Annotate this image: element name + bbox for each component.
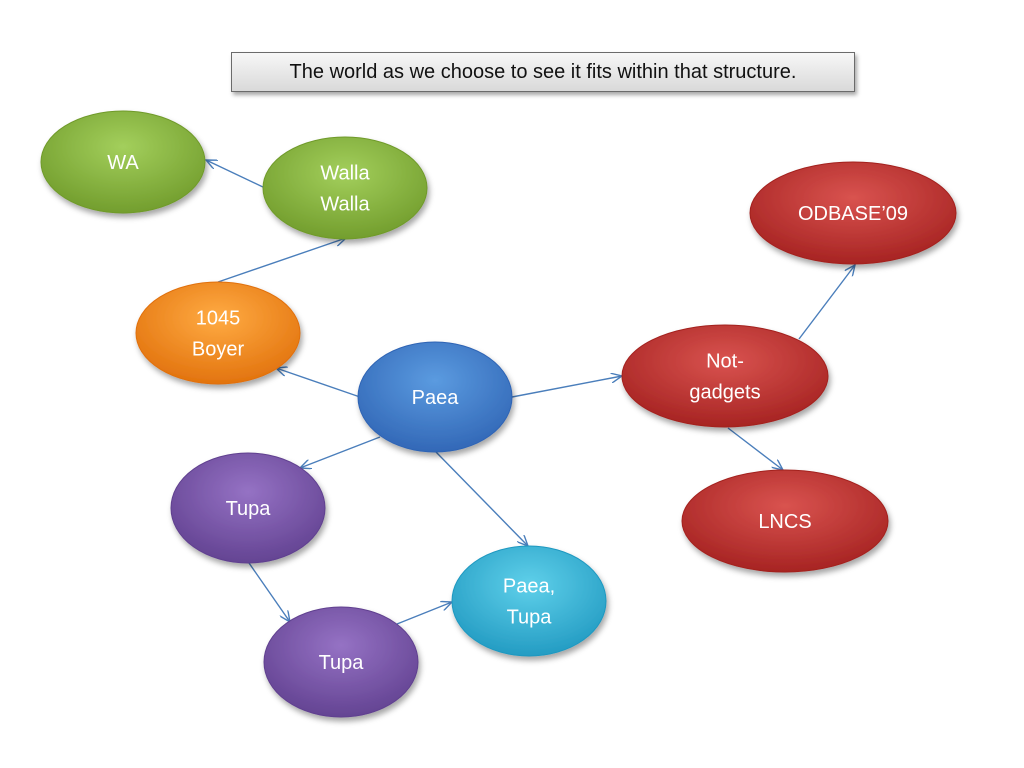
node-shape-not-gadgets	[621, 324, 829, 428]
node-label-lncs-0: LNCS	[758, 511, 811, 533]
node-lncs: LNCS	[681, 469, 889, 573]
edge-tupa-1-to-tupa-2	[248, 562, 290, 622]
node-shape-wa	[40, 110, 206, 214]
node-label-wa-0: WA	[107, 152, 139, 174]
node-wa: WA	[40, 110, 206, 214]
node-shape-tupa-1	[170, 452, 326, 564]
node-label-paea-0: Paea	[412, 387, 460, 409]
node-shape-paea	[357, 341, 513, 453]
edge-layer	[206, 160, 855, 625]
node-tupa-1: Tupa	[170, 452, 326, 564]
node-shape-boyer	[135, 281, 301, 385]
edge-tupa-2-to-paea-tupa	[396, 602, 452, 625]
node-label-boyer-1: Boyer	[192, 339, 245, 361]
node-tupa-2: Tupa	[263, 606, 419, 718]
title-text: The world as we choose to see it fits wi…	[289, 60, 797, 83]
node-label-not-gadgets-0: Not-	[706, 351, 744, 373]
node-shape-tupa-2	[263, 606, 419, 718]
title-box: The world as we choose to see it fits wi…	[231, 52, 855, 92]
node-shape-lncs	[681, 469, 889, 573]
node-shape-walla-walla	[262, 136, 428, 240]
node-shape-paea-tupa	[451, 545, 607, 657]
node-label-paea-tupa-0: Paea,	[503, 576, 555, 598]
node-not-gadgets: Not-gadgets	[621, 324, 829, 428]
node-shape-odbase	[749, 161, 957, 265]
edge-paea-to-paea-tupa	[435, 451, 528, 546]
edge-paea-to-tupa-1	[300, 436, 381, 468]
node-label-odbase-0: ODBASE’09	[798, 203, 908, 225]
node-label-paea-tupa-1: Tupa	[507, 607, 553, 629]
edge-not-gadgets-to-lncs	[727, 427, 783, 470]
edge-paea-to-not-gadgets	[511, 376, 622, 398]
edge-paea-to-boyer	[276, 368, 361, 398]
node-label-walla-walla-0: Walla	[320, 163, 370, 185]
edge-not-gadgets-to-odbase	[798, 265, 855, 340]
node-label-tupa-2-0: Tupa	[319, 652, 365, 674]
edge-walla-walla-to-wa	[206, 160, 266, 189]
node-odbase: ODBASE’09	[749, 161, 957, 265]
node-label-boyer-0: 1045	[196, 308, 241, 330]
node-paea-tupa: Paea, Tupa	[451, 545, 607, 657]
node-label-tupa-1-0: Tupa	[226, 498, 272, 520]
node-paea: Paea	[357, 341, 513, 453]
edge-boyer-to-walla-walla	[217, 238, 346, 283]
node-label-walla-walla-1: Walla	[320, 194, 370, 216]
node-label-not-gadgets-1: gadgets	[689, 382, 760, 404]
